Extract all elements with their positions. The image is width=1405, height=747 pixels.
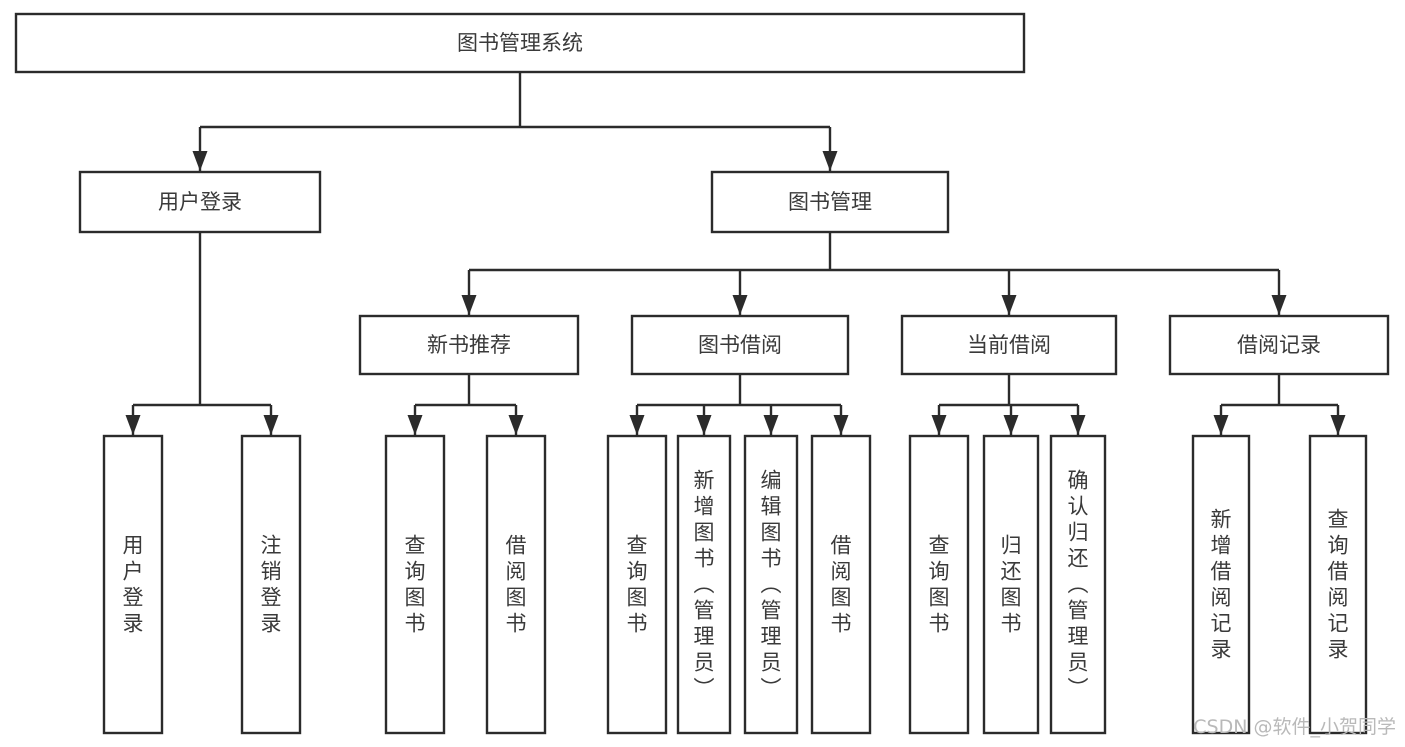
node-leaf-add-borrow-record[interactable]: 新增借阅记录 — [1191, 434, 1251, 735]
arrow-head-icon — [1271, 295, 1287, 315]
node-box[interactable] — [102, 434, 164, 735]
node-label: 查询借阅记录 — [1328, 508, 1349, 662]
node-leaf-edit-book-admin[interactable]: 编辑图书︵管理员︶ — [743, 434, 799, 735]
arrow-head-icon — [629, 415, 645, 435]
node-book-manage[interactable]: 图书管理 — [710, 170, 950, 234]
node-box[interactable] — [358, 314, 580, 376]
arrow-head-icon — [125, 415, 141, 435]
node-new-book-recommend[interactable]: 新书推荐 — [358, 314, 580, 376]
node-label: 用户登录 — [123, 534, 144, 636]
csdn-watermark: CSDN @软件_小贺同学 — [1193, 716, 1396, 738]
node-leaf-borrow-book-2[interactable]: 借阅图书 — [810, 434, 872, 735]
arrow-head-icon — [1070, 415, 1086, 435]
arrow-head-icon — [833, 415, 849, 435]
arrow-head-icon — [1001, 295, 1017, 315]
nodes-layer: 图书管理系统用户登录图书管理新书推荐图书借阅当前借阅借阅记录用户登录注销登录查询… — [14, 12, 1390, 735]
node-book-borrow[interactable]: 图书借阅 — [630, 314, 850, 376]
node-leaf-query-book-2[interactable]: 查询图书 — [606, 434, 668, 735]
node-leaf-query-book-3[interactable]: 查询图书 — [908, 434, 970, 735]
node-box[interactable] — [676, 434, 732, 735]
arrow-head-icon — [461, 295, 477, 315]
arrow-head-icon — [822, 151, 838, 171]
node-label: 确认归还︵管理员︶ — [1068, 469, 1089, 701]
node-box[interactable] — [1168, 314, 1390, 376]
node-label: 新书推荐 — [427, 333, 511, 357]
node-box[interactable] — [606, 434, 668, 735]
node-label: 借阅图书 — [506, 534, 527, 636]
node-leaf-return-book[interactable]: 归还图书 — [982, 434, 1040, 735]
node-label: 图书管理系统 — [457, 31, 583, 55]
node-leaf-add-book-admin[interactable]: 新增图书︵管理员︶ — [676, 434, 732, 735]
arrow-head-icon — [407, 415, 423, 435]
node-label: 查询图书 — [627, 534, 648, 636]
node-label: 查询图书 — [929, 534, 950, 636]
arrow-head-icon — [931, 415, 947, 435]
node-box[interactable] — [1308, 434, 1368, 735]
arrow-head-icon — [1003, 415, 1019, 435]
arrow-head-icon — [1330, 415, 1346, 435]
node-box[interactable] — [240, 434, 302, 735]
node-label: 新增借阅记录 — [1211, 508, 1232, 662]
node-box[interactable] — [710, 170, 950, 234]
node-label: 注销登录 — [261, 534, 282, 636]
node-box[interactable] — [78, 170, 322, 234]
node-box[interactable] — [14, 12, 1026, 74]
node-leaf-user-login[interactable]: 用户登录 — [102, 434, 164, 735]
connectors-layer — [125, 72, 1346, 435]
node-label: 图书借阅 — [698, 333, 782, 357]
node-label: 用户登录 — [158, 190, 242, 214]
node-box[interactable] — [908, 434, 970, 735]
arrow-head-icon — [732, 295, 748, 315]
node-label: 新增图书︵管理员︶ — [694, 469, 715, 701]
node-leaf-logout-login[interactable]: 注销登录 — [240, 434, 302, 735]
arrow-head-icon — [192, 151, 208, 171]
node-label: 图书管理 — [788, 190, 872, 214]
node-leaf-query-borrow-record[interactable]: 查询借阅记录 — [1308, 434, 1368, 735]
node-label: 归还图书 — [1001, 534, 1022, 636]
node-box[interactable] — [982, 434, 1040, 735]
node-borrow-record[interactable]: 借阅记录 — [1168, 314, 1390, 376]
node-current-borrow[interactable]: 当前借阅 — [900, 314, 1118, 376]
arrow-head-icon — [763, 415, 779, 435]
node-leaf-borrow-book-1[interactable]: 借阅图书 — [485, 434, 547, 735]
node-box[interactable] — [810, 434, 872, 735]
arrow-head-icon — [696, 415, 712, 435]
node-label: 查询图书 — [405, 534, 426, 636]
arrow-head-icon — [263, 415, 279, 435]
node-box[interactable] — [900, 314, 1118, 376]
node-box[interactable] — [630, 314, 850, 376]
node-label: 当前借阅 — [967, 333, 1051, 357]
arrow-head-icon — [1213, 415, 1229, 435]
node-user-login[interactable]: 用户登录 — [78, 170, 322, 234]
node-box[interactable] — [1049, 434, 1107, 735]
node-leaf-query-book-1[interactable]: 查询图书 — [384, 434, 446, 735]
node-leaf-confirm-return-admin[interactable]: 确认归还︵管理员︶ — [1049, 434, 1107, 735]
node-box[interactable] — [743, 434, 799, 735]
arrow-head-icon — [508, 415, 524, 435]
node-box[interactable] — [1191, 434, 1251, 735]
node-label: 借阅图书 — [831, 534, 852, 636]
node-box[interactable] — [384, 434, 446, 735]
node-box[interactable] — [485, 434, 547, 735]
node-label: 借阅记录 — [1237, 333, 1321, 357]
node-label: 编辑图书︵管理员︶ — [761, 469, 782, 701]
node-root[interactable]: 图书管理系统 — [14, 12, 1026, 74]
